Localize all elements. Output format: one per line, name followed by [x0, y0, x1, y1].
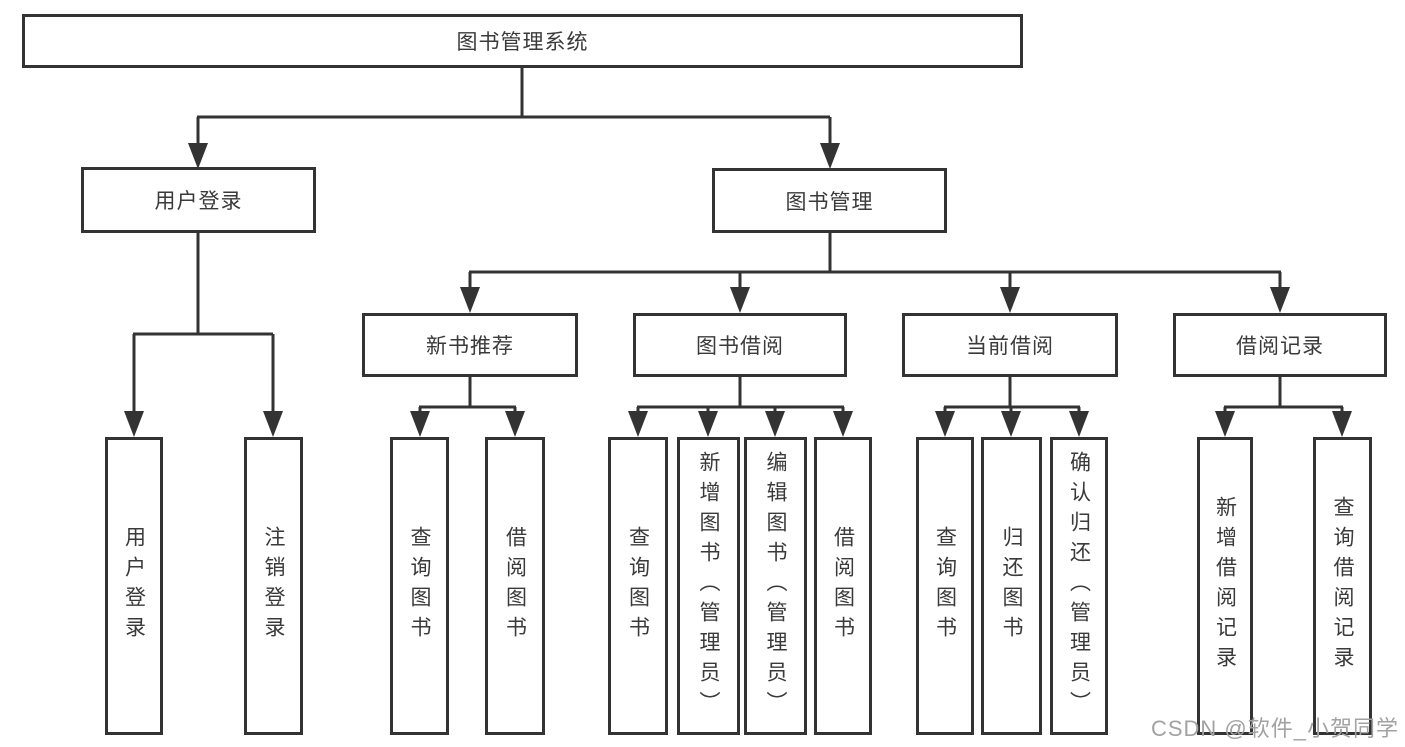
leaf-logout-label: 注销登录 [262, 526, 285, 646]
node-current-borrowing: 当前借阅 [902, 313, 1118, 377]
leaf-query-borrow-record: 查询借阅记录 [1313, 437, 1372, 735]
csdn-watermark: CSDN @软件_小贺同学 [1150, 716, 1399, 741]
leaf-add-borrow-record: 新增借阅记录 [1197, 437, 1253, 735]
leaf-edit-book-admin-label: 编辑图书（管理员） [764, 451, 787, 721]
leaf-query-book-under-recommendation: 查询图书 [390, 437, 449, 735]
node-book-management-label: 图书管理 [785, 190, 874, 214]
leaf-borrow-book-under-borrowing: 借阅图书 [814, 437, 872, 735]
node-book-management: 图书管理 [712, 168, 947, 233]
leaf-query-book-under-borrowing-label: 查询图书 [626, 526, 650, 646]
node-user-login-group: 用户登录 [81, 167, 316, 233]
node-user-login-group-label: 用户登录 [154, 190, 243, 213]
leaf-confirm-return-admin: 确认归还（管理员） [1050, 437, 1108, 735]
leaf-query-book-under-recommendation-label: 查询图书 [408, 526, 431, 646]
leaf-borrow-book-under-borrowing-label: 借阅图书 [831, 526, 855, 646]
leaf-add-book-admin-label: 新增图书（管理员） [697, 451, 720, 721]
node-root-system: 图书管理系统 [22, 14, 1023, 68]
leaf-confirm-return-admin-label: 确认归还（管理员） [1067, 451, 1091, 721]
leaf-query-book-under-current: 查询图书 [916, 437, 974, 735]
leaf-add-borrow-record-label: 新增借阅记录 [1213, 496, 1237, 676]
node-book-borrowing-label: 图书借阅 [696, 335, 784, 358]
leaf-user-login-label: 用户登录 [122, 526, 146, 646]
leaf-edit-book-admin: 编辑图书（管理员） [744, 437, 807, 735]
leaf-user-login: 用户登录 [105, 437, 163, 735]
leaf-query-book-under-borrowing: 查询图书 [608, 437, 668, 735]
leaf-add-book-admin: 新增图书（管理员） [677, 437, 740, 735]
node-book-borrowing: 图书借阅 [633, 313, 847, 377]
leaf-return-book: 归还图书 [981, 437, 1042, 735]
node-borrowing-records-label: 借阅记录 [1236, 335, 1324, 358]
leaf-borrow-book-under-recommendation-label: 借阅图书 [503, 526, 527, 646]
node-borrowing-records: 借阅记录 [1173, 313, 1387, 377]
node-root-system-label: 图书管理系统 [456, 31, 589, 54]
leaf-query-book-under-current-label: 查询图书 [933, 526, 957, 646]
node-new-book-recommendation: 新书推荐 [362, 313, 578, 377]
node-current-borrowing-label: 当前借阅 [966, 335, 1054, 358]
arrowheads [124, 143, 1352, 437]
node-new-book-recommendation-label: 新书推荐 [426, 335, 514, 358]
leaf-logout: 注销登录 [244, 437, 303, 735]
leaf-query-borrow-record-label: 查询借阅记录 [1331, 496, 1354, 676]
leaf-borrow-book-under-recommendation: 借阅图书 [485, 437, 545, 735]
tree-edges [132, 68, 1344, 414]
leaf-return-book-label: 归还图书 [1000, 526, 1023, 646]
